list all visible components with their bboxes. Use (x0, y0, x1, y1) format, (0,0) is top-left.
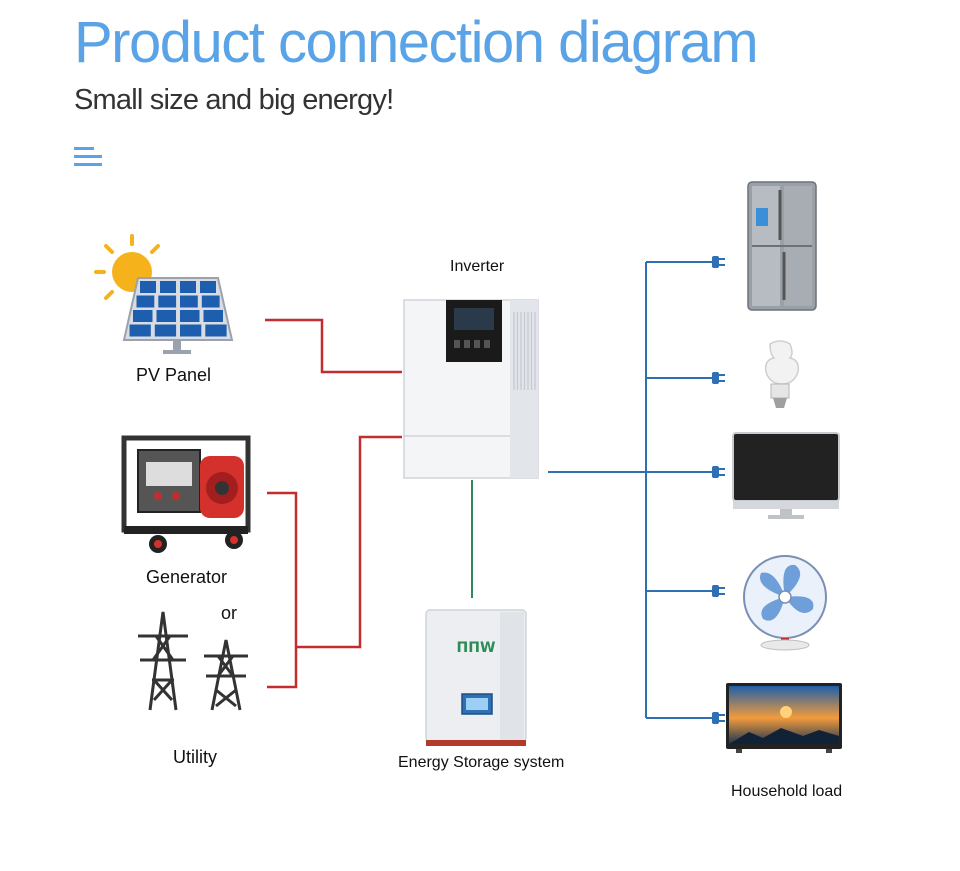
light-bulb-icon (764, 340, 800, 408)
plug-icon (712, 256, 725, 268)
tv-icon (726, 683, 842, 753)
pv-panel-icon (94, 234, 234, 354)
solar-cell (129, 324, 151, 337)
plug-connectors (712, 256, 725, 724)
monitor-icon (732, 432, 840, 519)
solar-cell (158, 295, 177, 308)
plug-icon (712, 466, 725, 478)
pv-panel-label: PV Panel (136, 365, 212, 385)
plug-icon (712, 585, 725, 597)
solar-cell (140, 281, 156, 293)
utility-label: Utility (173, 747, 217, 767)
load-bus-wire (548, 261, 712, 719)
solar-cell (180, 295, 198, 308)
plug-icon (712, 372, 725, 384)
solar-cell (180, 324, 202, 337)
battery-logo: ППW (457, 640, 496, 656)
solar-cell (205, 324, 227, 337)
page-title: Product connection diagram (74, 10, 759, 75)
solar-cell (201, 295, 220, 308)
solar-cell (156, 310, 176, 322)
household-load-label: Household load (731, 783, 843, 800)
energy-storage-label: Energy Storage system (398, 754, 565, 771)
or-label: or (221, 603, 238, 623)
solar-cell (160, 281, 176, 293)
plug-icon (712, 712, 725, 724)
page-subtitle: Small size and big energy! (74, 84, 394, 116)
solar-cell (136, 295, 155, 308)
pv-wire (265, 318, 402, 374)
energy-storage-battery-icon: ППW (425, 609, 527, 746)
solar-cell (180, 310, 200, 322)
fan-icon (743, 555, 827, 651)
solar-cell (154, 324, 177, 337)
solar-cell (203, 310, 223, 322)
inverter-icon (403, 299, 539, 479)
ac-source-wire (267, 435, 402, 689)
solar-cell (180, 281, 196, 293)
menu-icon[interactable] (74, 146, 102, 168)
generator-icon (121, 435, 251, 553)
inverter-label: Inverter (450, 258, 505, 275)
utility-tower-icon (138, 611, 248, 711)
solar-cell (133, 310, 153, 322)
solar-cell (200, 281, 216, 293)
refrigerator-icon (747, 181, 817, 311)
generator-label: Generator (146, 567, 228, 587)
